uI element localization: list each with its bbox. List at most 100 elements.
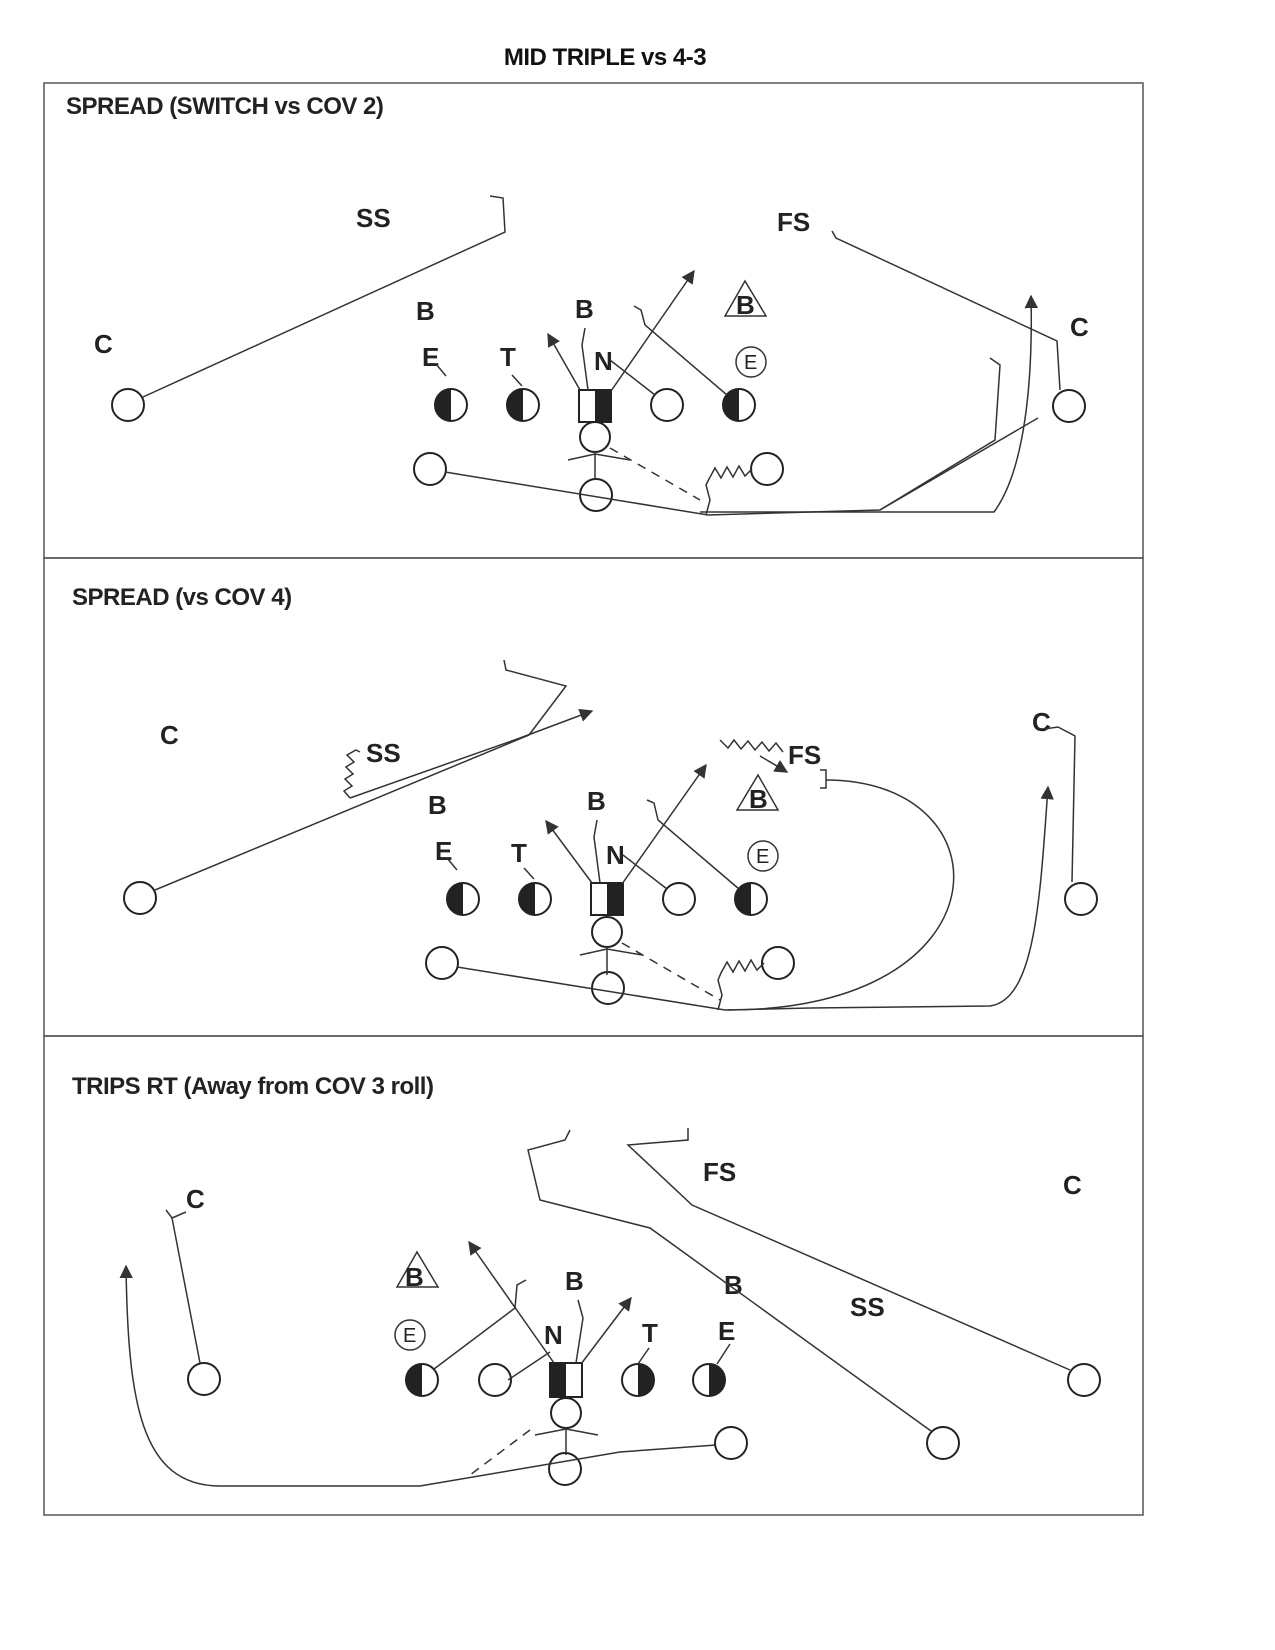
half-filled-player <box>621 1363 655 1397</box>
label-end-ringed: E <box>756 846 769 868</box>
route-line <box>809 785 1054 1009</box>
label-backer-left: B <box>416 296 435 326</box>
route-line <box>349 708 594 799</box>
panel-title: TRIPS RT (Away from COV 3 roll) <box>72 1073 433 1100</box>
label-tackle: T <box>642 1318 658 1348</box>
label-corner-left: C <box>160 720 179 750</box>
center-square <box>549 1362 583 1398</box>
ringed-end-circle <box>394 1319 426 1351</box>
panel-title: SPREAD (vs COV 4) <box>72 584 292 611</box>
zigzag-block <box>717 958 765 1011</box>
route-line <box>547 332 581 391</box>
label-fs: FS <box>703 1157 736 1187</box>
half-filled-player <box>506 388 540 422</box>
player-circle <box>662 882 696 916</box>
route-line <box>545 819 593 884</box>
dashed-pitch-line <box>609 447 701 501</box>
route-line <box>119 1264 717 1487</box>
zigzag-block <box>705 464 753 516</box>
label-backer-mid: B <box>565 1266 584 1296</box>
route-line <box>593 819 601 884</box>
route-line <box>831 230 1061 391</box>
zigzag-block <box>342 749 361 799</box>
label-backer-triangle: B <box>736 290 755 320</box>
panel-frame <box>43 1035 1144 1516</box>
player-circle <box>750 452 784 486</box>
label-fs: FS <box>777 207 810 237</box>
label-ss: SS <box>356 203 391 233</box>
player-circle <box>579 478 613 512</box>
qb-mesh-mark <box>567 453 631 461</box>
half-filled-player <box>734 882 768 916</box>
zigzag-block <box>719 738 784 753</box>
route-line <box>468 1240 555 1364</box>
play-diagram: SPREAD (SWITCH vs COV 2) SS FS C C B B B… <box>43 82 1144 1516</box>
route-line <box>580 1296 632 1365</box>
center-square <box>578 389 612 423</box>
half-filled-player <box>434 388 468 422</box>
player-circle <box>1067 1363 1101 1397</box>
route-line <box>142 195 506 398</box>
panel-spread-cov4: SPREAD (vs COV 4) C SS FS C B B B E T N … <box>43 557 1144 1037</box>
route-line <box>820 769 827 789</box>
page-title: MID TRIPLE vs 4-3 <box>503 44 707 71</box>
center-square <box>590 882 624 916</box>
label-ss: SS <box>850 1292 885 1322</box>
route-line <box>626 1128 1071 1371</box>
route-line <box>165 1209 173 1219</box>
player-circle <box>111 388 145 422</box>
route-line <box>759 755 789 773</box>
half-filled-player <box>405 1363 439 1397</box>
player-circle <box>650 388 684 422</box>
route-line <box>622 854 668 890</box>
quarterback-circle <box>550 1397 582 1429</box>
label-corner-left: C <box>94 329 113 359</box>
label-nose: N <box>544 1320 563 1350</box>
quarterback-circle <box>591 916 623 948</box>
route-line <box>879 357 1001 511</box>
route-line <box>716 1343 731 1365</box>
player-circle <box>714 1426 748 1460</box>
label-backer-mid: B <box>587 786 606 816</box>
panel-spread-switch: SPREAD (SWITCH vs COV 2) SS FS C C B B B… <box>43 82 1144 559</box>
player-circle <box>123 881 157 915</box>
dashed-pitch-line <box>621 942 721 1001</box>
label-nose: N <box>594 346 613 376</box>
qb-mesh-mark <box>579 948 643 956</box>
label-tackle: T <box>511 838 527 868</box>
player-circle <box>591 971 625 1005</box>
label-corner-right: C <box>1070 312 1089 342</box>
route-line <box>444 417 1039 516</box>
panel-title: SPREAD (SWITCH vs COV 2) <box>66 93 383 120</box>
player-circle <box>413 452 447 486</box>
route-line <box>1043 726 1076 883</box>
route-line <box>171 1211 201 1364</box>
half-filled-player <box>446 882 480 916</box>
route-line <box>637 1347 650 1365</box>
player-circle <box>1052 389 1086 423</box>
route-line <box>581 327 589 391</box>
route-line <box>433 1279 527 1370</box>
label-nose: N <box>606 840 625 870</box>
triangle-marker <box>395 1250 440 1288</box>
route-line <box>446 857 458 871</box>
route-line <box>727 779 955 1011</box>
ringed-end-circle <box>735 346 767 378</box>
route-line <box>609 359 656 396</box>
half-filled-player <box>722 388 756 422</box>
player-circle <box>761 946 795 980</box>
label-fs: FS <box>788 740 821 770</box>
label-backer-triangle: B <box>749 784 768 814</box>
player-circle <box>548 1452 582 1486</box>
half-filled-player <box>692 1363 726 1397</box>
label-corner-right: C <box>1063 1170 1082 1200</box>
route-line <box>456 966 811 1011</box>
player-circle <box>478 1363 512 1397</box>
label-end: E <box>422 342 439 372</box>
route-line <box>511 374 523 387</box>
panel-trips-rt: TRIPS RT (Away from COV 3 roll) C FS C B… <box>43 1035 1144 1516</box>
label-end-ringed: E <box>744 352 757 374</box>
player-circle <box>926 1426 960 1460</box>
route-line <box>154 659 568 891</box>
label-backer-right: B <box>724 1270 743 1300</box>
